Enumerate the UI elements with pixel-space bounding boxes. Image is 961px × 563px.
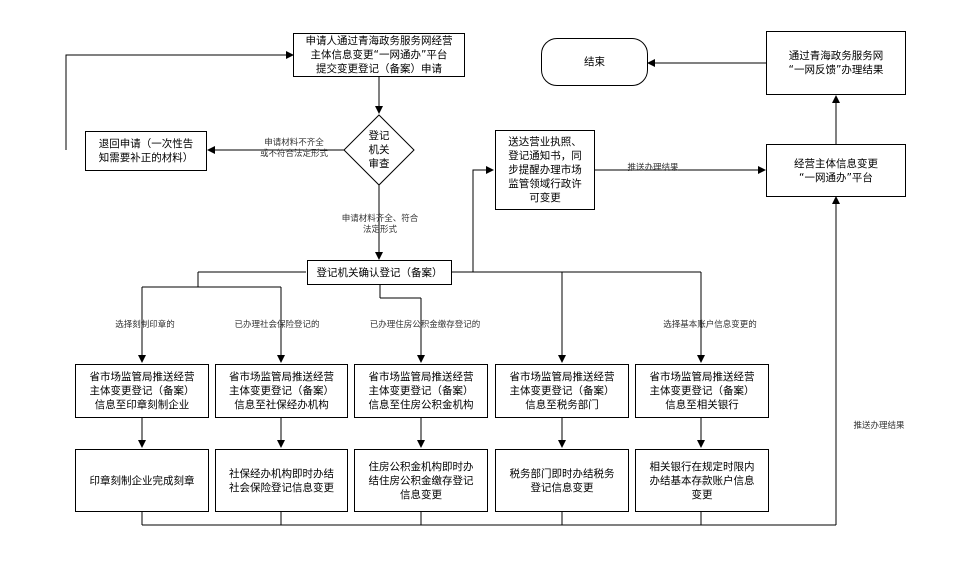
- done-bank-text: 相关银行在规定时限内 办结基本存款账户信息 变更: [649, 460, 755, 501]
- review-diamond: [343, 114, 415, 186]
- push-bank-text: 省市场监管局推送经营 主体变更登记（备案） 信息至相关银行: [649, 371, 755, 411]
- confirm-text: 登记机关确认登记（备案）: [316, 266, 443, 279]
- push-bank-node: 省市场监管局推送经营 主体变更登记（备案） 信息至相关银行: [635, 364, 769, 418]
- done-seal-text: 印章刻制企业完成刻章: [89, 474, 195, 487]
- return-node: 退回申请（一次性告 知需要补正的材料）: [85, 131, 207, 171]
- feedback-text: 通过青海政务服务网 “一网反馈”办理结果: [788, 50, 884, 76]
- confirm-node: 登记机关确认登记（备案）: [307, 260, 452, 285]
- done-fund-node: 住房公积金机构即时办 结住房公积金缴存登记 信息变更: [354, 449, 488, 512]
- done-social-node: 社保经办机构即时办结 社会保险登记信息变更: [215, 449, 348, 512]
- done-fund-text: 住房公积金机构即时办 结住房公积金缴存登记 信息变更: [368, 460, 474, 501]
- push-social-node: 省市场监管局推送经营 主体变更登记（备案） 信息至社保经办机构: [215, 364, 348, 418]
- send-license-text: 送达营业执照、 登记通知书，同 步提醒办理市场 监管领域行政许 可变更: [508, 136, 582, 204]
- platform-node: 经营主体信息变更 “一网通办”平台: [766, 144, 906, 197]
- end-text: 结束: [584, 56, 605, 68]
- label-bank: 选择基本账户信息变更的: [663, 320, 757, 330]
- label-complete: 申请材料齐全、符合 法定形式: [341, 214, 419, 235]
- label-push-result-right: 推送办理结果: [853, 421, 905, 431]
- feedback-node: 通过青海政务服务网 “一网反馈”办理结果: [766, 31, 906, 95]
- send-license-node: 送达营业执照、 登记通知书，同 步提醒办理市场 监管领域行政许 可变更: [495, 130, 595, 210]
- push-fund-text: 省市场监管局推送经营 主体变更登记（备案） 信息至住房公积金机构: [368, 371, 474, 411]
- return-text: 退回申请（一次性告 知需要补正的材料）: [98, 138, 194, 164]
- done-social-text: 社保经办机构即时办结 社会保险登记信息变更: [229, 467, 334, 494]
- done-tax-text: 税务部门即时办结税务 登记信息变更: [509, 467, 615, 494]
- label-social: 已办理社会保险登记的: [234, 320, 320, 330]
- apply-node: 申请人通过青海政务服务网经营 主体信息变更“一网通办”平台 提交变更登记（备案）…: [293, 33, 465, 77]
- end-node: 结束: [541, 38, 648, 86]
- push-fund-node: 省市场监管局推送经营 主体变更登记（备案） 信息至住房公积金机构: [354, 364, 488, 418]
- push-social-text: 省市场监管局推送经营 主体变更登记（备案） 信息至社保经办机构: [229, 371, 334, 411]
- apply-text: 申请人通过青海政务服务网经营 主体信息变更“一网通办”平台 提交变更登记（备案）…: [305, 35, 453, 75]
- label-incomplete: 申请材料不齐全 或不符合法定形式: [259, 138, 328, 159]
- push-tax-node: 省市场监管局推送经营 主体变更登记（备案） 信息至税务部门: [495, 364, 629, 418]
- label-fund: 已办理住房公积金缴存登记的: [369, 320, 481, 330]
- done-tax-node: 税务部门即时办结税务 登记信息变更: [495, 449, 629, 512]
- push-tax-text: 省市场监管局推送经营 主体变更登记（备案） 信息至税务部门: [509, 371, 615, 411]
- done-seal-node: 印章刻制企业完成刻章: [75, 449, 209, 512]
- label-push-result-top: 推送办理结果: [627, 163, 679, 173]
- done-bank-node: 相关银行在规定时限内 办结基本存款账户信息 变更: [635, 449, 769, 512]
- platform-text: 经营主体信息变更 “一网通办”平台: [794, 157, 878, 184]
- review-node-text: 登记 机关 审查: [368, 130, 390, 170]
- push-seal-text: 省市场监管局推送经营 主体变更登记（备案） 信息至印章刻制企业: [89, 371, 195, 411]
- label-seal: 选择刻制印章的: [115, 320, 175, 330]
- push-seal-node: 省市场监管局推送经营 主体变更登记（备案） 信息至印章刻制企业: [75, 364, 209, 418]
